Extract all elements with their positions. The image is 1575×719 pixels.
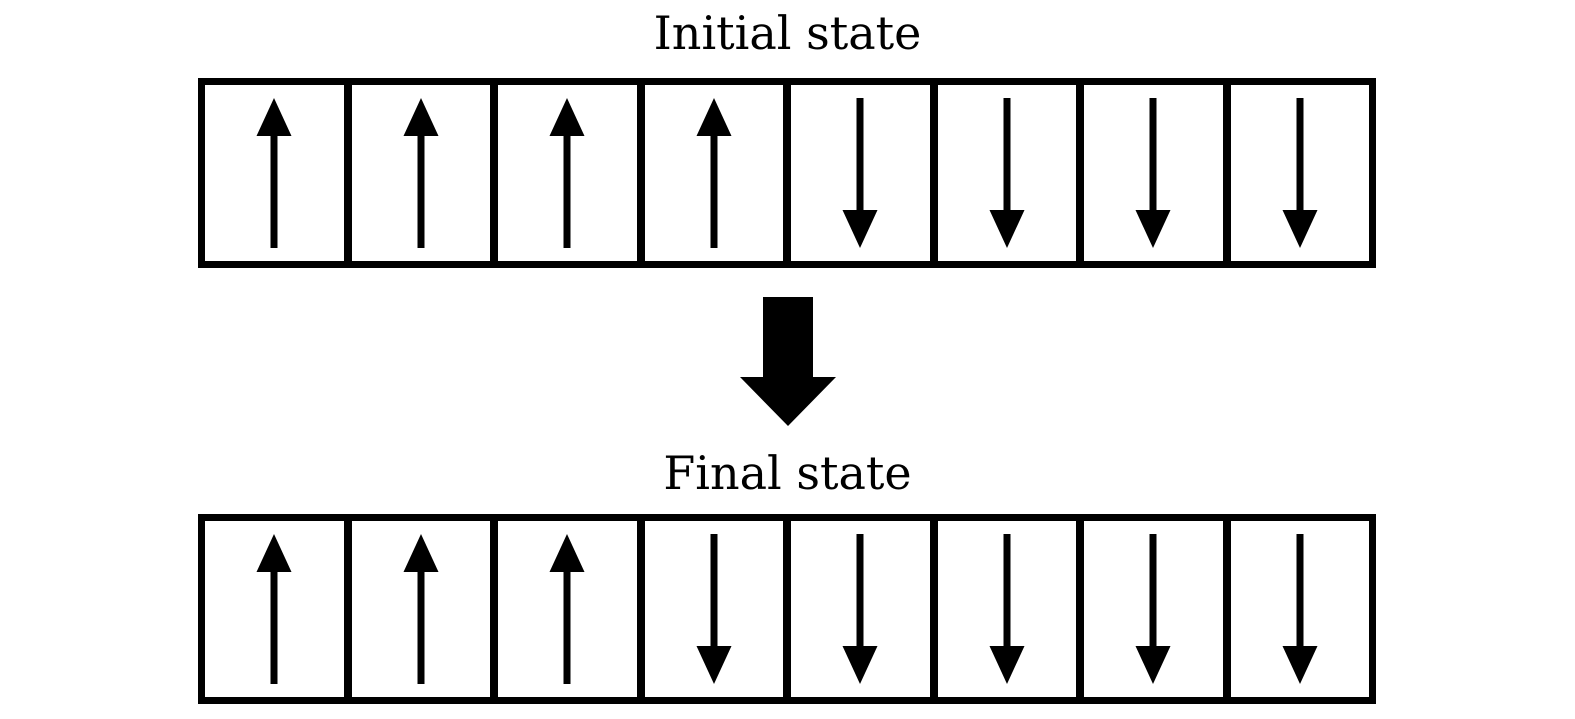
spin-down-arrow-icon [1282,534,1318,684]
spin-down-arrow-icon [1135,98,1171,248]
spin-cell [636,85,783,261]
spin-cell [1076,521,1223,697]
spin-cell [929,85,1076,261]
spin-cell [205,85,344,261]
initial-state-row [198,78,1376,268]
spin-cell [783,85,930,261]
spin-down-arrow-icon [989,534,1025,684]
final-state-row [198,514,1376,704]
spin-cell [1076,85,1223,261]
spin-cell [1222,85,1369,261]
spin-cell [490,521,637,697]
spin-cell [783,521,930,697]
spin-down-arrow-icon [1135,534,1171,684]
spin-cell [929,521,1076,697]
spin-cell [343,85,490,261]
spin-down-arrow-icon [842,98,878,248]
initial-state-title: Initial state [653,6,922,60]
spin-cell [205,521,344,697]
spin-down-arrow-icon [842,534,878,684]
spin-down-arrow-icon [696,534,732,684]
spin-up-arrow-icon [256,534,292,684]
spin-cell [490,85,637,261]
spin-up-arrow-icon [256,98,292,248]
spin-up-arrow-icon [403,98,439,248]
spin-up-arrow-icon [696,98,732,248]
spin-up-arrow-icon [403,534,439,684]
spin-down-arrow-icon [989,98,1025,248]
spin-cell [1222,521,1369,697]
spin-down-arrow-icon [1282,98,1318,248]
transition-arrow-icon [0,297,1575,426]
spin-cell [343,521,490,697]
spin-cell [636,521,783,697]
spin-up-arrow-icon [549,98,585,248]
final-state-title: Final state [663,446,912,500]
spin-up-arrow-icon [549,534,585,684]
